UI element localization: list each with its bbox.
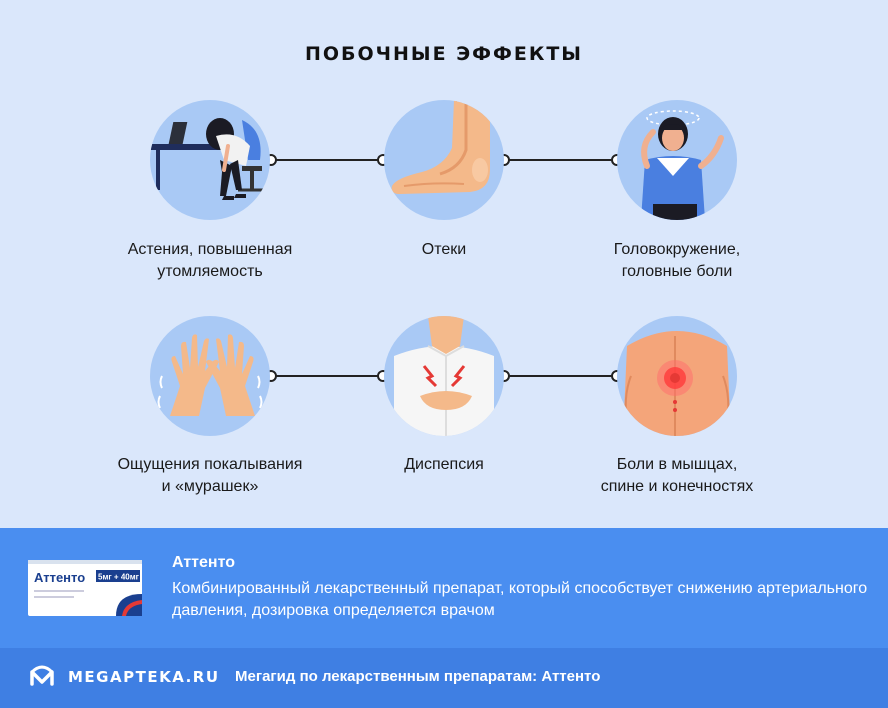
- stomach-pain-icon: [384, 316, 504, 436]
- swollen-foot-icon: [384, 100, 504, 220]
- connector-line: [270, 375, 384, 377]
- effect-label-dyspepsia: Диспепсия: [404, 456, 484, 473]
- back-pain-icon: [617, 316, 737, 436]
- tired-woman-at-desk-icon: [150, 100, 270, 220]
- page-title: ПОБОЧНЫЕ ЭФФЕКТЫ: [304, 43, 583, 65]
- product-description: Комбинированный лекарственный препарат, …: [172, 580, 868, 619]
- connector-line: [270, 159, 384, 161]
- side-effects-panel: ПОБОЧНЫЕ ЭФФЕКТЫ: [117, 43, 754, 495]
- effect-label-muscle-pain: Боли в мышцах,спине и конечностях: [600, 456, 754, 495]
- dizzy-woman-icon: [617, 100, 737, 220]
- connector-line: [504, 375, 618, 377]
- product-info-band: Аттенто 5мг + 40мг Аттенто Комбинированн…: [0, 528, 888, 648]
- footer-tagline: Мегагид по лекарственным препаратам: Атт…: [235, 668, 601, 685]
- effect-label-dizziness: Головокружение,головные боли: [613, 241, 741, 280]
- tingling-hands-icon: [150, 316, 270, 436]
- pack-dose: 5мг + 40мг: [98, 573, 140, 582]
- product-name: Аттенто: [172, 554, 235, 571]
- connector-line: [504, 159, 618, 161]
- footer-band: MEGAPTEKA.RU Мегагид по лекарственным пр…: [0, 648, 888, 708]
- effect-label-edema: Отеки: [421, 241, 467, 258]
- medicine-pack-image: Аттенто 5мг + 40мг: [28, 560, 142, 616]
- megapteka-logo-icon[interactable]: [28, 664, 56, 688]
- pack-name: Аттенто: [34, 570, 85, 585]
- brand-link[interactable]: MEGAPTEKA.RU: [68, 668, 220, 686]
